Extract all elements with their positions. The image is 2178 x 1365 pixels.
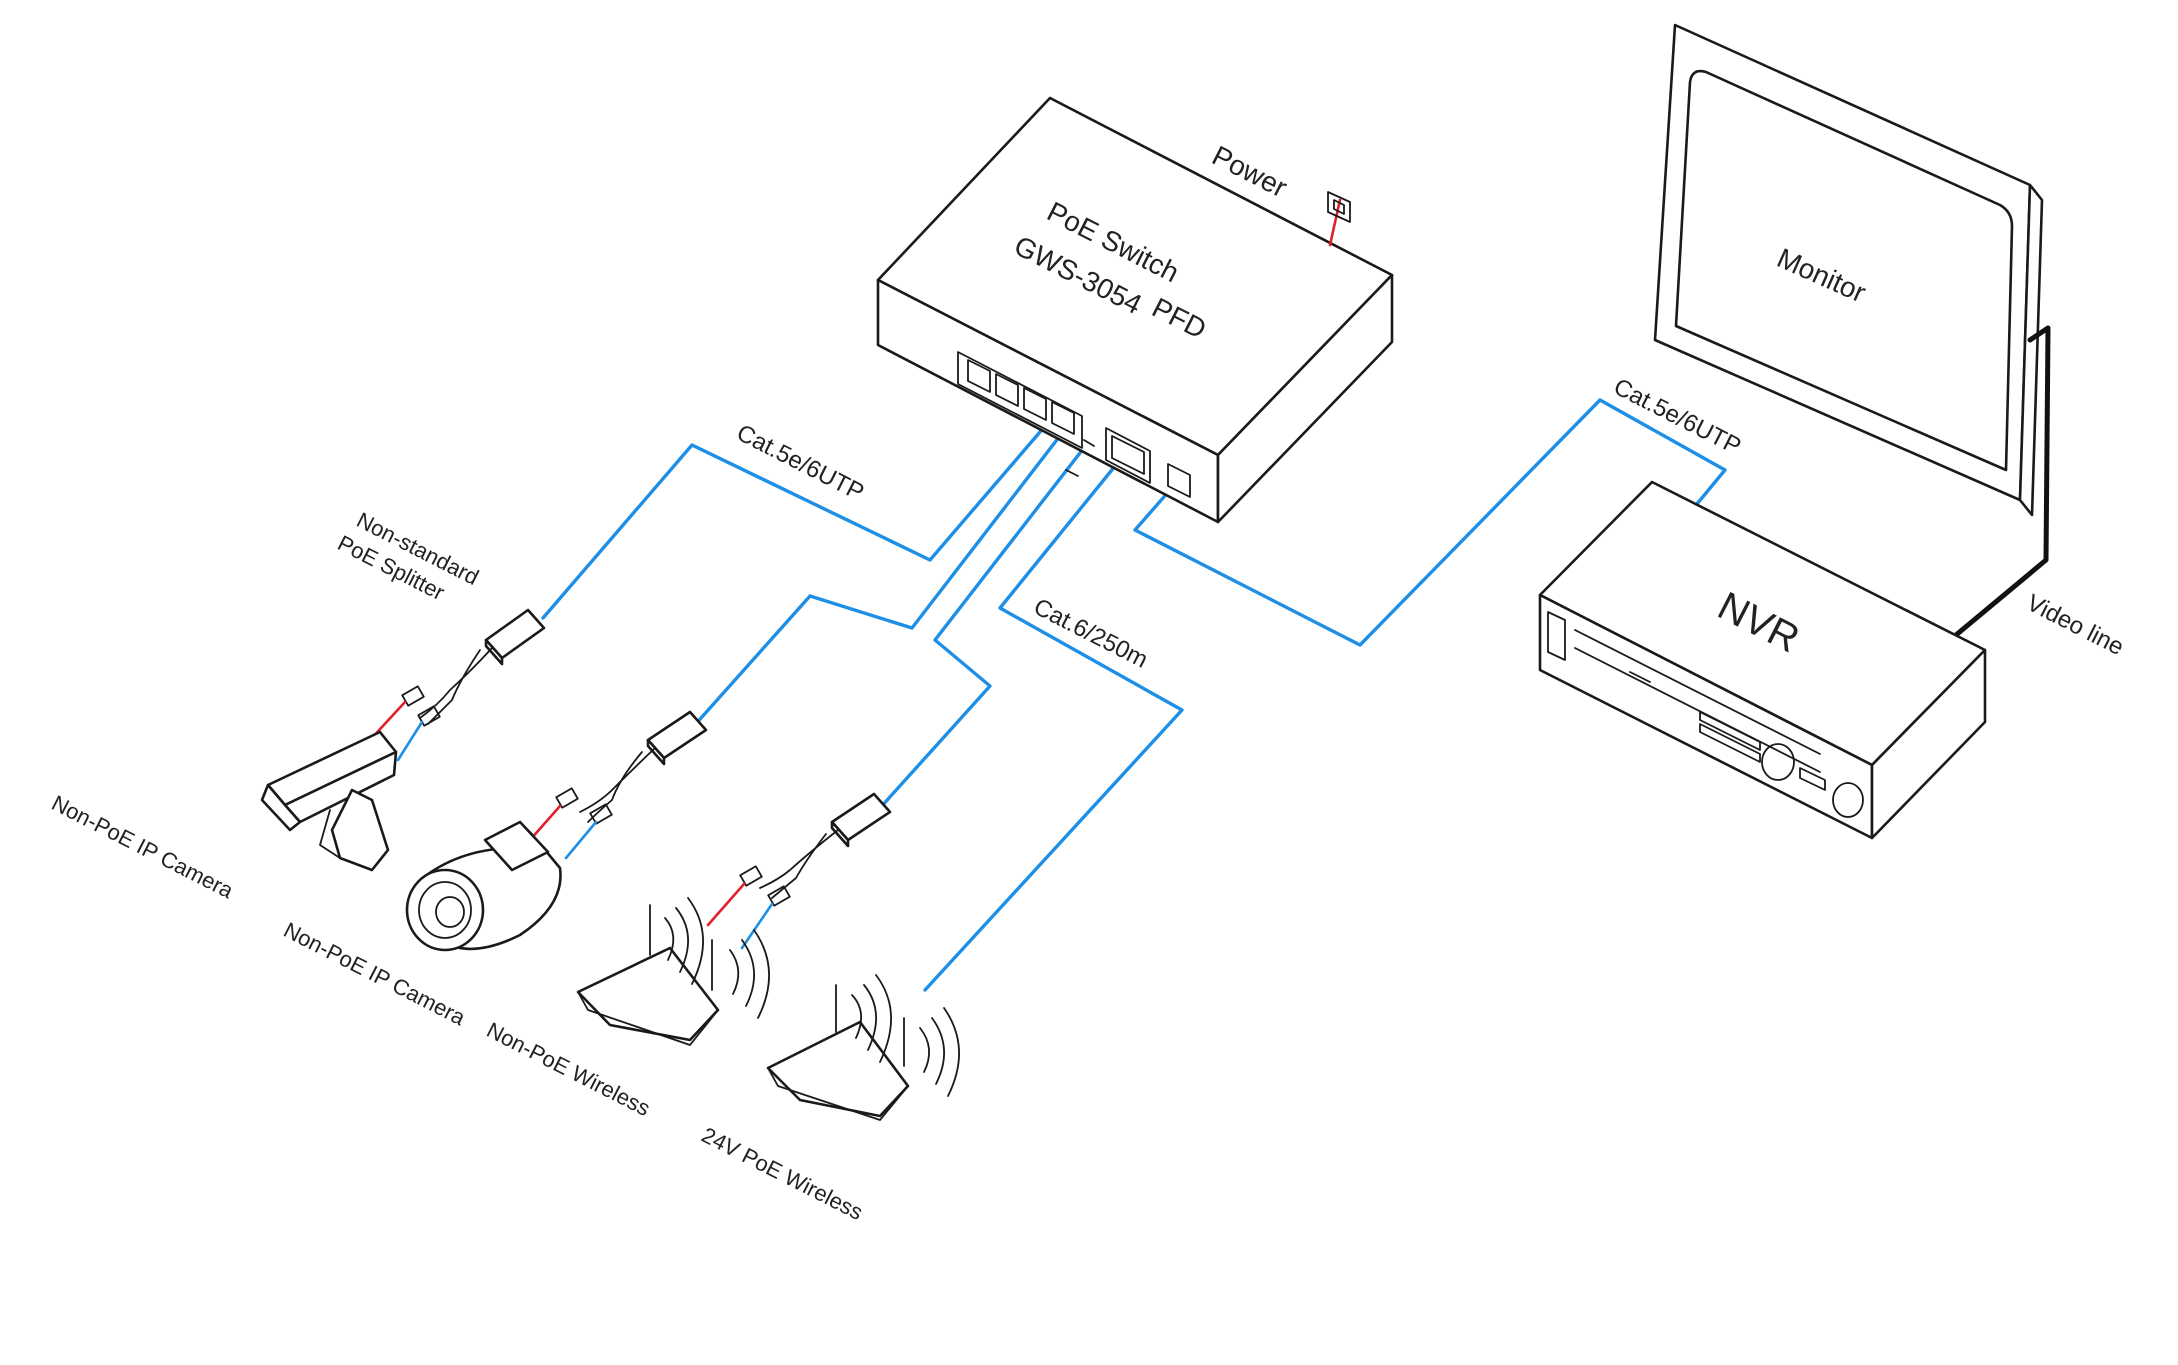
nvr: [1538, 480, 1987, 840]
device-label-camera-1: Non-PoE IP Camera: [48, 790, 238, 903]
poe-splitter-2: [528, 710, 708, 860]
cable-switch-nvr: [1133, 398, 1727, 647]
wireless-router-2: [766, 974, 960, 1121]
video-cable: [1947, 325, 2051, 643]
poe-splitter-3: [706, 792, 892, 950]
poe-switch: [876, 96, 1394, 524]
power-cord: [1328, 198, 1342, 247]
device-label-wireless-1: Non-PoE Wireless: [483, 1017, 654, 1121]
cable-label-video: Video line: [2022, 589, 2128, 661]
ip-camera-2: [405, 820, 562, 952]
wireless-router-1: [576, 897, 770, 1046]
cable-long-run: [923, 448, 1184, 992]
cable-splitter-2: [691, 426, 1068, 729]
network-cables: [541, 398, 1727, 992]
ip-camera-1: [260, 730, 398, 872]
cable-splitter-1: [541, 416, 1054, 620]
device-label-wireless-2: 24V PoE Wireless: [698, 1122, 867, 1225]
monitor: [1653, 23, 2051, 643]
poe-splitter-1: [368, 608, 546, 762]
cable-label-splitter: Cat.5e/6UTP: [732, 419, 868, 506]
cable-splitter-3: [878, 438, 1092, 810]
